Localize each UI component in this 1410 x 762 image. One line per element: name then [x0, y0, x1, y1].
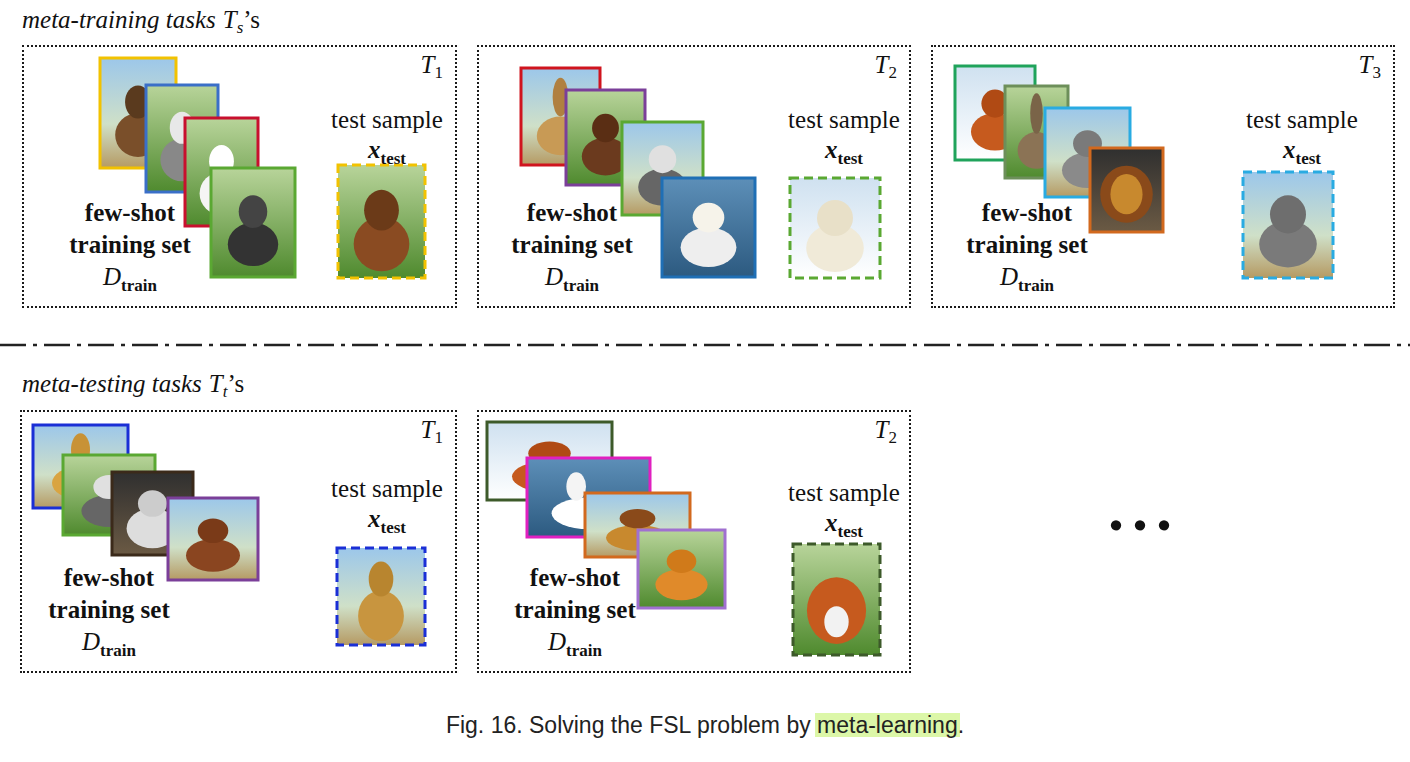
task-box: T2few-shot training setDtraintest sample… — [477, 410, 911, 673]
dataset-symbol: Dtrain — [490, 626, 660, 667]
dataset-symbol: Dtrain — [45, 261, 215, 302]
dataset-letter: D — [82, 628, 100, 655]
test-symbol: xtest — [764, 508, 924, 547]
dataset-subscript: train — [563, 276, 599, 295]
test-sample-label: test samplextest — [764, 478, 924, 547]
task-letter: T — [875, 416, 889, 443]
training-set-label: few-shot training setDtrain — [24, 562, 194, 667]
dataset-symbol: Dtrain — [24, 626, 194, 667]
training-set-label: few-shot training setDtrain — [942, 197, 1112, 302]
test-letter: x — [825, 136, 838, 163]
ellipsis-mark: ... — [1108, 472, 1180, 546]
task-box: T1few-shot training setDtraintest sample… — [22, 45, 457, 308]
task-box: T1few-shot training setDtraintest sample… — [20, 410, 457, 673]
dataset-symbol: Dtrain — [487, 261, 657, 302]
task-letter: T — [421, 51, 435, 78]
animal-photo — [1090, 148, 1163, 232]
test-letter: x — [1283, 136, 1296, 163]
section-suffix: ’s — [227, 370, 244, 397]
section-symbol: T — [223, 6, 237, 33]
dataset-subscript: train — [100, 641, 136, 660]
test-sample-label: test samplextest — [307, 105, 467, 174]
training-set-name: few-shot training set — [45, 197, 215, 261]
test-sample-label: test samplextest — [1222, 105, 1382, 174]
test-sample-name: test sample — [764, 105, 924, 135]
training-set-label: few-shot training setDtrain — [45, 197, 215, 302]
test-letter: x — [368, 505, 381, 532]
separator-line — [0, 344, 1410, 347]
figure-caption: Fig. 16. Solving the FSL problem by meta… — [0, 712, 1410, 739]
test-sample-label: test samplextest — [764, 105, 924, 174]
task-subscript: 2 — [889, 428, 898, 447]
task-box: T3 few-shot training setDtrain test sample… — [931, 45, 1395, 308]
task-box: T2few-shot training setDtraintest sample… — [477, 45, 911, 308]
caption-text: Fig. 16. Solving the FSL problem by meta… — [446, 712, 964, 738]
test-sample-name: test sample — [764, 478, 924, 508]
test-symbol: xtest — [1222, 135, 1382, 174]
training-set-label: few-shot training setDtrain — [487, 197, 657, 302]
test-subscript: test — [838, 522, 863, 541]
test-letter: x — [368, 136, 381, 163]
section-name: meta-testing tasks — [22, 370, 202, 397]
training-set-name: few-shot training set — [490, 562, 660, 626]
training-set-name: few-shot training set — [487, 197, 657, 261]
section-suffix: ’s — [243, 6, 260, 33]
task-index: T2 — [875, 51, 897, 83]
task-subscript: 1 — [435, 63, 444, 82]
section-heading: meta-training tasks Ts’s — [22, 6, 260, 38]
animal-photo — [662, 178, 755, 277]
task-letter: T — [421, 416, 435, 443]
dataset-letter: D — [548, 628, 566, 655]
section-subscript: s — [237, 18, 244, 37]
test-symbol: xtest — [764, 135, 924, 174]
test-photo — [793, 544, 880, 655]
task-index: T2 — [875, 416, 897, 448]
ellipsis-text: ... — [1108, 473, 1180, 544]
section-subscript: t — [223, 382, 228, 401]
test-subscript: test — [381, 149, 406, 168]
dataset-letter: D — [103, 263, 121, 290]
task-subscript: 2 — [889, 63, 898, 82]
animal-photo — [211, 168, 295, 277]
dataset-subscript: train — [1018, 276, 1054, 295]
training-set-name: few-shot training set — [24, 562, 194, 626]
dataset-letter: D — [1000, 263, 1018, 290]
section-symbol: T — [209, 370, 223, 397]
test-photo — [338, 165, 425, 278]
test-photo — [337, 548, 425, 645]
section-heading: meta-testing tasks Tt’s — [22, 370, 244, 402]
test-sample-name: test sample — [307, 474, 467, 504]
test-subscript: test — [381, 518, 406, 537]
task-index: T1 — [421, 51, 443, 83]
test-subscript: test — [838, 149, 863, 168]
animal-photo — [638, 530, 725, 608]
section-name: meta-training tasks — [22, 6, 216, 33]
dataset-subscript: train — [566, 641, 602, 660]
training-set-name: few-shot training set — [942, 197, 1112, 261]
test-photo — [790, 178, 880, 278]
task-letter: T — [875, 51, 889, 78]
test-symbol: xtest — [307, 504, 467, 543]
task-index: T3 — [1359, 51, 1381, 83]
test-subscript: test — [1296, 149, 1321, 168]
dataset-letter: D — [545, 263, 563, 290]
task-subscript: 1 — [435, 428, 444, 447]
task-subscript: 3 — [1373, 63, 1382, 82]
task-index: T1 — [421, 416, 443, 448]
dataset-subscript: train — [121, 276, 157, 295]
test-sample-name: test sample — [1222, 105, 1382, 135]
training-set-label: few-shot training setDtrain — [490, 562, 660, 667]
test-sample-name: test sample — [307, 105, 467, 135]
animal-photo — [168, 498, 258, 580]
task-letter: T — [1359, 51, 1373, 78]
test-sample-label: test samplextest — [307, 474, 467, 543]
test-photo — [1243, 172, 1333, 278]
dataset-symbol: Dtrain — [942, 261, 1112, 302]
test-letter: x — [825, 509, 838, 536]
test-symbol: xtest — [307, 135, 467, 174]
